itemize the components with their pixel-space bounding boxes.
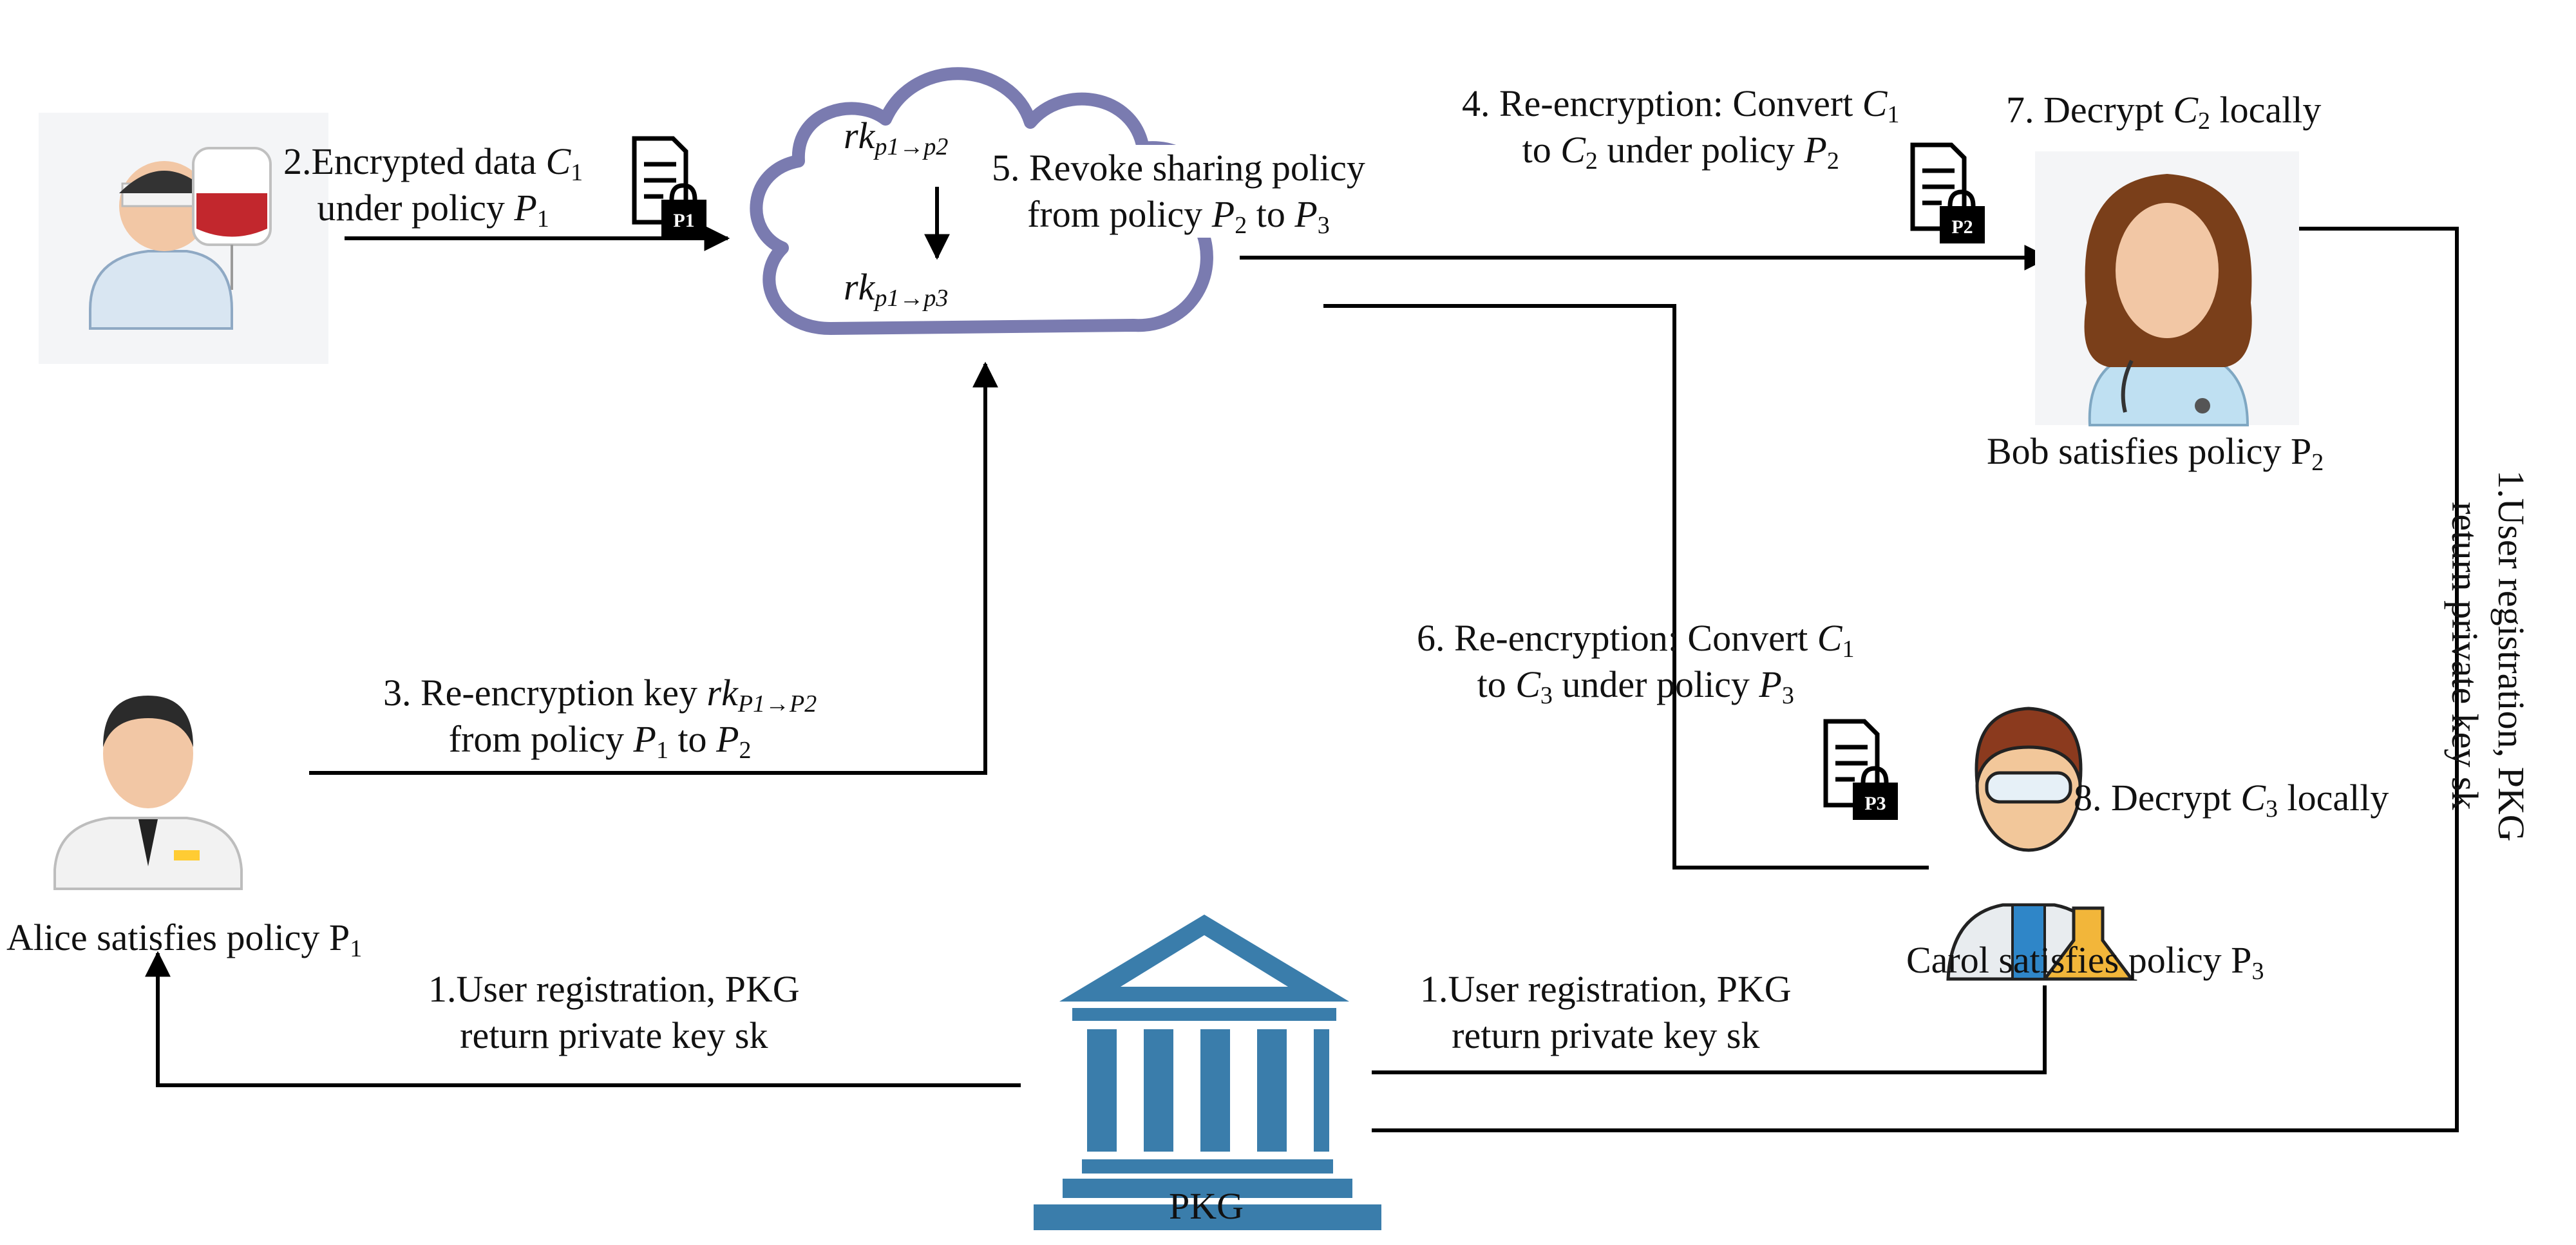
pkg-label: PKG (1169, 1185, 1244, 1227)
document-lock-icon-p1: P1 (632, 136, 706, 237)
step4-label: 4. Re-encryption: Convert C1 to C2 under… (1462, 82, 1900, 175)
step5-label: 5. Revoke sharing policy from policy P2 … (992, 145, 1365, 238)
document-lock-icon-p1-caption: P1 (673, 210, 694, 231)
step7-label: 7. Decrypt C2 locally (2006, 89, 2322, 135)
step6-label: 6. Re-encryption: Convert C1 to C3 under… (1417, 617, 1855, 709)
step1-right-label: 1.User registration, PKG return private … (1420, 968, 1792, 1056)
patient-icon (39, 113, 328, 364)
document-lock-icon-p2-caption: P2 (1951, 216, 1973, 238)
arrow-step6 (1323, 304, 1929, 870)
arrow-step1-right (1372, 985, 2047, 1074)
cloud-rk-top: rkp1→p2 (844, 115, 949, 160)
bob-label: Bob satisfies policy P2 (1987, 430, 2324, 476)
document-lock-icon-p2: P2 (1910, 142, 1985, 243)
arrow-step3 (309, 361, 998, 775)
pkg-building-icon (1034, 915, 1381, 1230)
alice-doctor-icon (53, 696, 243, 890)
alice-label: Alice satisfies policy P1 (6, 917, 363, 962)
cloud-rk-bottom: rkp1→p3 (844, 266, 949, 312)
document-lock-icon-p3-caption: P3 (1864, 793, 1886, 814)
bob-doctor-icon (2035, 151, 2299, 426)
arrow-step1-bob (1372, 216, 2459, 1132)
step8-label: 8. Decrypt C3 locally (2074, 777, 2389, 822)
step1-vertical-label: 1.User registration, PKG return private … (2444, 470, 2532, 842)
step2-label: 2.Encrypted data C1 under policy P1 (283, 140, 583, 233)
carol-label: Carol satisfies policy P3 (1906, 939, 2264, 985)
document-lock-icon-p3: P3 (1823, 719, 1898, 820)
arrows (145, 216, 2459, 1132)
step1-left-label: 1.User registration, PKG return private … (428, 968, 800, 1056)
step3-label: 3. Re-encryption key rkP1→P2 from policy… (383, 672, 817, 764)
arrow-step1-left (145, 951, 1021, 1087)
carol-scientist-icon (1946, 707, 2135, 981)
